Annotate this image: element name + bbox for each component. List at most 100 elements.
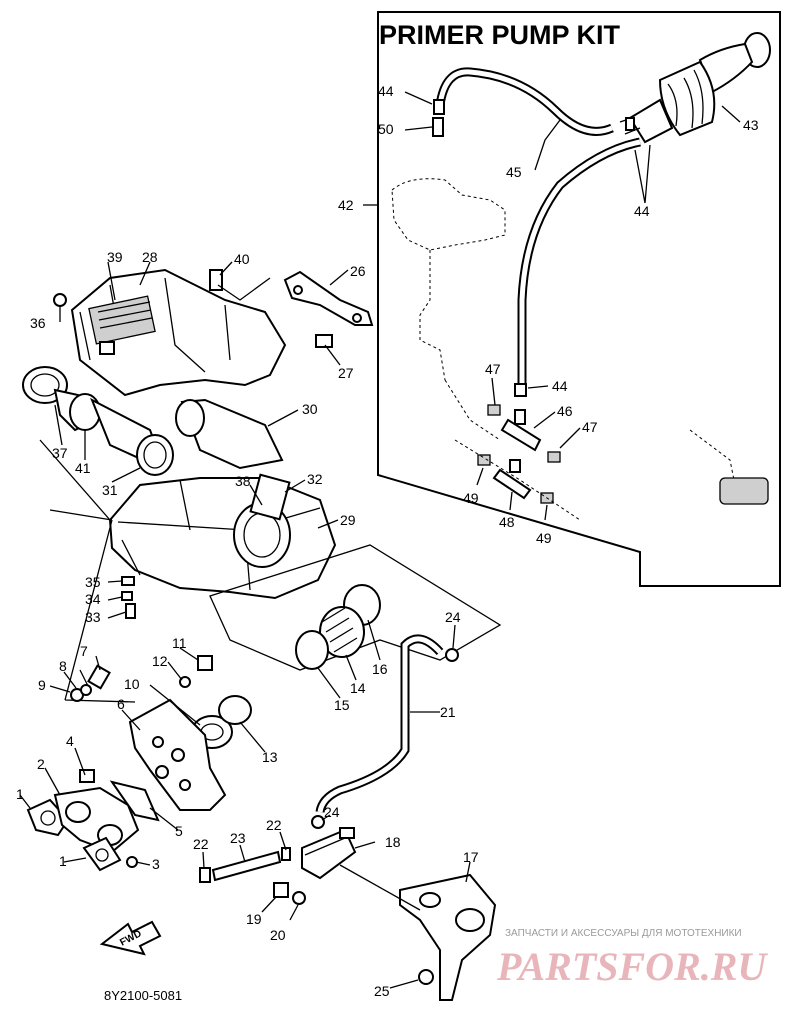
callout-29: 29 [340,512,356,528]
pipe-23 [211,850,282,882]
clip-24a [445,648,459,662]
connector-44 [433,99,445,115]
bolt-11 [197,655,213,671]
callout-44: 44 [634,203,650,219]
callout-48: 48 [499,514,515,530]
callout-8: 8 [59,658,67,674]
callout-27: 27 [338,365,354,381]
primer-pump-43 [619,32,771,144]
washer-20 [292,891,306,905]
callout-2: 2 [37,756,45,772]
washer-34 [121,591,133,601]
connector-44-lower [514,383,527,397]
air-box-cover-28 [53,268,287,397]
bolt-19 [273,882,289,898]
callout-28: 28 [142,249,158,265]
callout-23: 23 [230,830,246,846]
fuel-filter-part [719,477,769,505]
bolt-33 [125,603,136,619]
callout-25: 25 [374,983,390,999]
watermark-tagline: ЗАПЧАСТИ И АКСЕССУАРЫ ДЛЯ МОТОТЕХНИКИ [505,928,742,939]
manifold-assembly [26,664,227,872]
callout-20: 20 [270,927,286,943]
callout-6: 6 [117,696,125,712]
watermark: ЗАПЧАСТИ И АКСЕССУАРЫ ДЛЯ МОТОТЕХНИКИ PA… [496,928,768,989]
callout-35: 35 [85,574,101,590]
tube-31 [136,434,174,476]
callout-33: 33 [85,609,101,625]
clip-24b [311,815,325,829]
callout-44: 44 [552,378,568,394]
callout-49: 49 [536,530,552,546]
callout-labels: 1 1 2 3 4 5 6 7 8 9 10 11 12 13 14 15 16… [16,83,759,999]
callout-26: 26 [350,263,366,279]
callout-41: 41 [75,460,91,476]
carburetor-outline-42 [391,178,769,505]
exploded-outline [209,544,502,671]
callout-18: 18 [385,834,401,850]
callout-39: 39 [107,249,123,265]
intake-boots [22,366,284,476]
callout-7: 7 [80,643,88,659]
callout-17: 17 [463,849,479,865]
callout-13: 13 [262,749,278,765]
callout-1: 1 [16,786,24,802]
connector-44-pump [625,117,635,131]
callout-50: 50 [378,121,394,137]
label-plate-39 [88,295,156,345]
screw-27 [315,334,333,348]
primer-pump-kit-box: PRIMER PUMP KIT [377,11,781,587]
bolt-25 [418,969,434,985]
primer-hose-45 [435,67,641,385]
callout-31: 31 [102,482,118,498]
callout-34: 34 [85,591,101,607]
kit-title: PRIMER PUMP KIT [379,20,621,50]
callout-38: 38 [235,473,251,489]
callout-10: 10 [124,676,140,692]
callout-16: 16 [372,661,388,677]
callout-49: 49 [463,490,479,506]
callout-14: 14 [350,680,366,696]
callout-1: 1 [59,853,67,869]
callout-37: 37 [52,445,68,461]
diagram-code: 8Y2100-5081 [104,988,182,1003]
bracket-17 [399,873,497,1001]
clamp-15 [295,630,329,670]
gasket-1b [82,836,122,872]
joint-14 [319,606,365,658]
tee-fittings [454,404,581,521]
callout-24: 24 [324,804,340,820]
callout-lines [19,91,741,989]
callout-47: 47 [485,361,501,377]
washer-8 [80,684,92,696]
boot-30 [180,398,284,470]
washer-12 [179,676,191,688]
washer-35 [121,576,135,586]
fuel-pump-18 [301,827,357,880]
callout-22: 22 [193,836,209,852]
callout-12: 12 [152,653,168,669]
bolt-4 [79,769,95,783]
hose-21 [315,634,444,813]
callout-43: 43 [743,117,759,133]
callout-36: 36 [30,315,46,331]
forward-arrow-icon: FWD [99,920,162,956]
callout-15: 15 [334,697,350,713]
valve-50 [432,117,444,137]
callout-40: 40 [234,251,250,267]
band-41 [69,393,101,431]
callout-42: 42 [338,197,354,213]
callout-11: 11 [172,635,187,651]
bracket-26 [283,270,374,326]
callout-30: 30 [302,401,318,417]
callout-45: 45 [506,164,522,180]
callout-47: 47 [582,419,598,435]
callout-19: 19 [246,911,262,927]
gasket-1a [26,798,70,837]
callout-9: 9 [38,677,46,693]
gasket-5 [109,780,160,822]
air-box-case-29 [108,473,337,619]
callout-3: 3 [152,856,160,872]
bolt-7 [87,664,111,690]
